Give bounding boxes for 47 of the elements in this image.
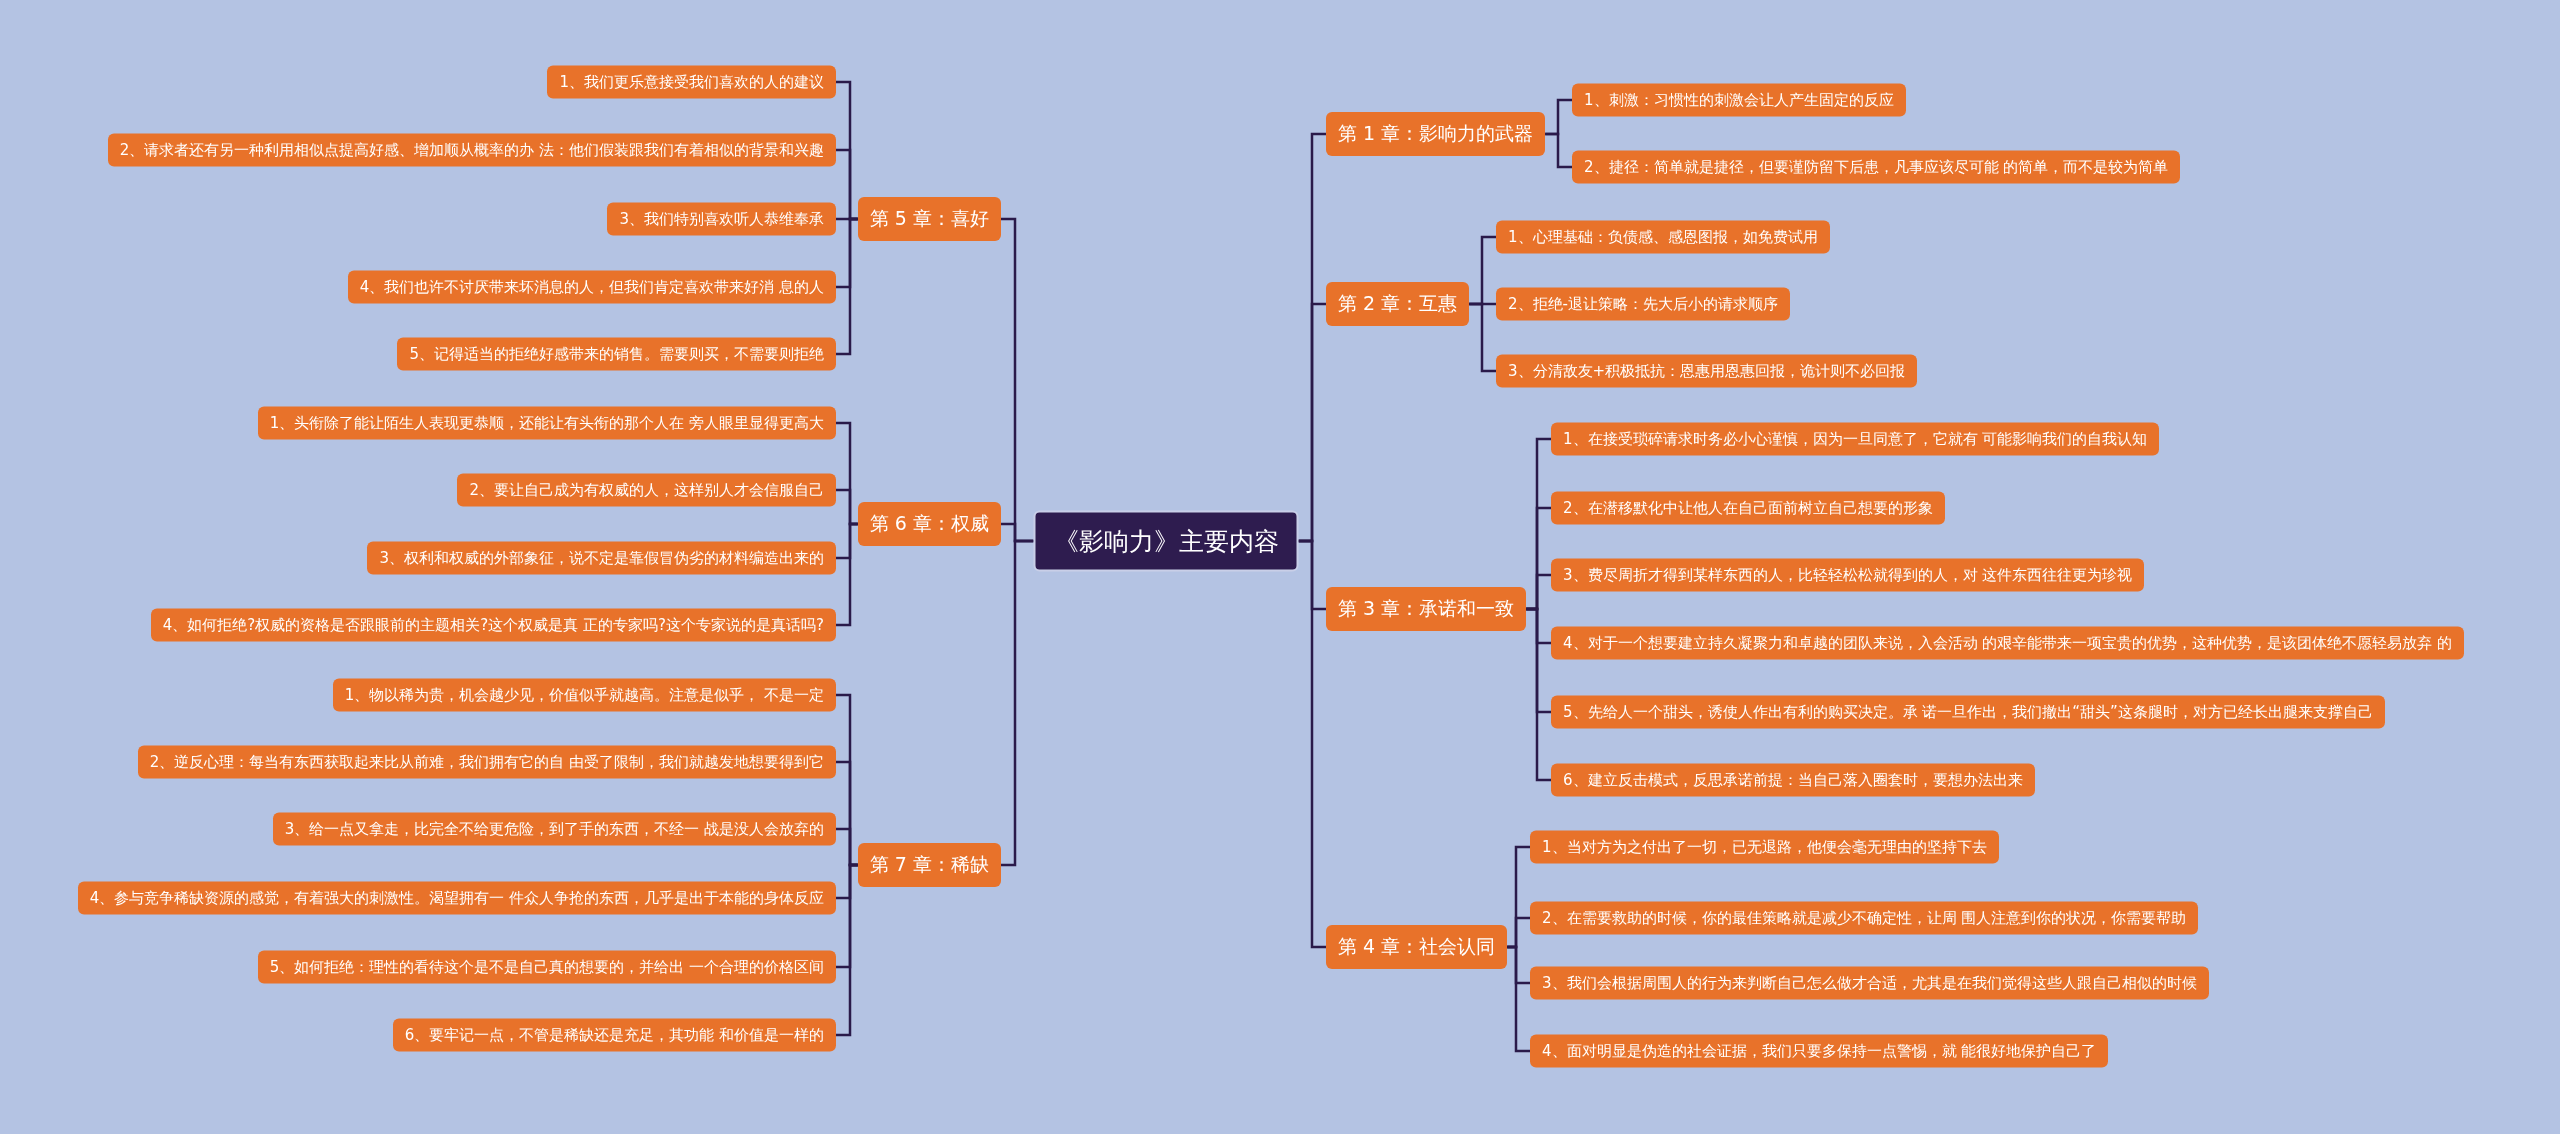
connector-line [836,217,858,356]
subtopic: 2、请求者还有另一种利用相似点提高好感、增加顺从概率的办 法：他们假装跟我们有着相似的背景和兴趣 [107,133,836,167]
chapter-topic: 第 6 章：权威 [857,502,1001,546]
chapter-topic: 第 1 章：影响力的武器 [1326,112,1546,156]
subtopic: 4、面对明显是伪造的社会证据，我们只要多保持一点警惕，就 能很好地保护自己了 [1530,1034,2109,1068]
subtopic: 2、捷径：简单就是捷径，但要谨防留下后患，凡事应该尽可能 的简单，而不是较为简单 [1572,150,2181,184]
subtopic: 5、如何拒绝：理性的看待这个是不是自己真的想要的，并给出 一个合理的价格区间 [257,950,836,984]
connector-line [1507,945,1530,1053]
subtopic: 4、参与竞争稀缺资源的感觉，有着强大的刺激性。渴望拥有一 件众人争抢的东西，几乎是出于本能的身体反应 [77,881,836,915]
subtopic: 1、在接受琐碎请求时务必小心谨慎，因为一旦同意了，它就有 可能影响我们的自我认知 [1551,422,2160,456]
connector-line [1526,607,1551,782]
subtopic: 1、物以稀为贵，机会越少见，价值似乎就越高。注意是似乎， 不是一定 [332,678,836,712]
subtopic: 2、逆反心理：每当有东西获取起来比从前难，我们拥有它的自 由受了限制，我们就越发地想要得到它 [137,745,836,779]
connector-line [1469,302,1496,373]
subtopic: 1、当对方为之付出了一切，已无退路，他便会毫无理由的坚持下去 [1530,830,1999,864]
subtopic: 3、权利和权威的外部象征，说不定是靠假冒伪劣的材料编造出来的 [367,541,836,575]
subtopic: 2、在需要救助的时候，你的最佳策略就是减少不确定性，让周 围人注意到你的状况，你需要帮助 [1530,901,2199,935]
subtopic: 3、我们会根据周围人的行为来判断自己怎么做才合适，尤其是在我们觉得这些人跟自己相似的时候 [1530,966,2209,1000]
connector-line [836,863,858,1037]
subtopic: 2、要让自己成为有权威的人，这样别人才会信服自己 [457,473,836,507]
chapter-topic: 第 4 章：社会认同 [1326,925,1508,969]
subtopic: 3、分清敌友+积极抵抗：恩惠用恩惠回报，诡计则不必回报 [1496,354,1918,388]
subtopic: 2、拒绝-退让策略：先大后小的请求顺序 [1496,287,1790,321]
central-topic: 《影响力》主要内容 [1033,510,1299,572]
subtopic: 3、我们特别喜欢听人恭维奉承 [607,202,836,236]
subtopic: 6、建立反击模式，反思承诺前提：当自己落入圈套时，要想办法出来 [1551,763,2035,797]
subtopic: 2、在潜移默化中让他人在自己面前树立自己想要的形象 [1551,491,1945,525]
connector-line [1001,539,1034,867]
subtopic: 4、我们也许不讨厌带来坏消息的人，但我们肯定喜欢带来好消 息的人 [347,270,836,304]
chapter-topic: 第 7 章：稀缺 [857,843,1001,887]
subtopic: 6、要牢记一点，不管是稀缺还是充足，其功能 和价值是一样的 [392,1018,836,1052]
subtopic: 5、记得适当的拒绝好感带来的销售。需要则买，不需要则拒绝 [397,337,836,371]
subtopic: 1、刺激：习惯性的刺激会让人产生固定的反应 [1572,83,1906,117]
subtopic: 5、先给人一个甜头，诱使人作出有利的购买决定。承 诺一旦作出，我们撤出“甜头”这条腿时，对方已经长出腿来支撑自己 [1551,695,2385,729]
connector-line [1545,132,1572,169]
chapter-topic: 第 2 章：互惠 [1326,282,1470,326]
subtopic: 1、我们更乐意接受我们喜欢的人的建议 [547,65,836,99]
chapter-topic: 第 3 章：承诺和一致 [1326,587,1527,631]
subtopic: 1、心理基础：负债感、感恩图报，如免费试用 [1496,220,1830,254]
subtopic: 4、如何拒绝?权威的资格是否跟眼前的主题相关?这个权威是真 正的专家吗?这个专家说的是真话吗? [150,608,836,642]
chapter-topic: 第 5 章：喜好 [857,197,1001,241]
subtopic: 1、头衔除了能让陌生人表现更恭顺，还能让有头衔的那个人在 旁人眼里显得更高大 [257,406,836,440]
subtopic: 4、对于一个想要建立持久凝聚力和卓越的团队来说，入会活动 的艰辛能带来一项宝贵的优势，这种优势，是该团体绝不愿轻易放弃 的 [1551,626,2465,660]
subtopic: 3、给一点又拿走，比完全不给更危险，到了手的东西，不经一 战是没人会放弃的 [272,812,836,846]
subtopic: 3、费尽周折才得到某样东西的人，比轻轻松松就得到的人，对 这件东西往往更为珍视 [1551,558,2145,592]
connector-line [1298,539,1326,949]
connector-line [836,522,858,627]
